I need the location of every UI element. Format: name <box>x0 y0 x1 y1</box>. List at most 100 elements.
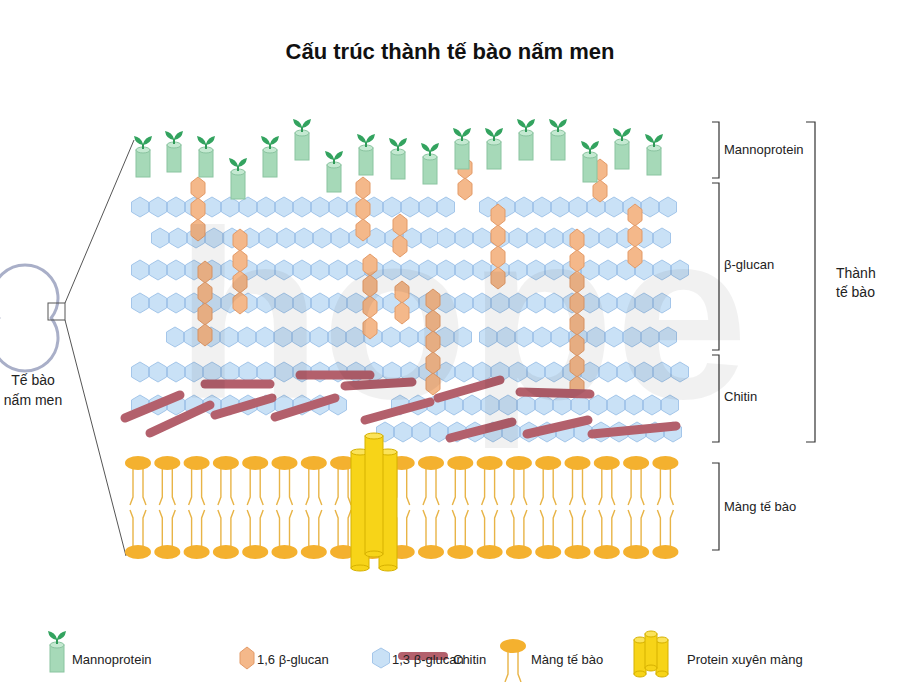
protein-top <box>656 637 668 643</box>
mannoprotein-body <box>263 150 277 177</box>
mannoprotein-sprout <box>581 141 599 150</box>
mannoprotein-sprout <box>645 134 663 143</box>
beta-1-6-glucan <box>628 246 642 268</box>
protein-bottom <box>379 565 397 571</box>
beta-1-3-glucan <box>150 197 167 217</box>
bracket <box>712 122 719 178</box>
beta-1-3-glucan <box>606 197 623 217</box>
lipid-tail <box>306 469 322 505</box>
beta-1-3-glucan <box>546 260 563 280</box>
beta-1-3-glucan <box>600 228 617 248</box>
zoom-line <box>65 320 126 556</box>
mannoprotein-body <box>231 172 245 199</box>
chitin-rod <box>205 380 270 389</box>
beta-1-6-glucan <box>570 292 584 314</box>
lipid-tail <box>540 510 556 546</box>
protein-bottom <box>656 671 668 677</box>
lipid-head <box>477 456 503 470</box>
lipid-head <box>184 456 210 470</box>
beta-1-3-glucan <box>402 260 419 280</box>
beta-1-3-glucan <box>132 293 149 313</box>
beta-1-3-glucan <box>330 260 347 280</box>
beta-1-3-glucan <box>170 228 187 248</box>
part-label: Mannoprotein <box>724 141 804 158</box>
mannoprotein-body <box>583 155 597 182</box>
beta-1-3-glucan <box>312 293 329 313</box>
lipid-tail <box>599 510 615 546</box>
lipid-head <box>623 545 649 559</box>
lipid-tail <box>570 469 586 505</box>
lipid-head <box>213 545 239 559</box>
mannoprotein-body <box>50 645 64 672</box>
beta-1-3-glucan <box>383 327 400 347</box>
part-label: Chitin <box>724 388 757 405</box>
beta-1-6-glucan <box>426 331 440 353</box>
mannoprotein-body <box>359 148 373 175</box>
beta-1-6-glucan <box>570 250 584 272</box>
beta-1-3-glucan <box>240 197 257 217</box>
beta-1-6-glucan <box>198 324 212 346</box>
beta-1-3-glucan <box>206 228 223 248</box>
chitin-rod <box>125 395 180 418</box>
beta-1-3-glucan <box>642 327 659 347</box>
mannoprotein-sprout <box>549 119 567 128</box>
beta-1-3-glucan <box>528 362 545 382</box>
beta-1-3-glucan <box>500 395 517 415</box>
beta-1-6-glucan <box>393 235 407 257</box>
lipid-head <box>652 545 678 559</box>
lipid-head <box>272 456 298 470</box>
beta-1-3-glucan <box>464 395 481 415</box>
lipid-tail <box>189 510 205 546</box>
beta-1-3-glucan <box>373 648 390 668</box>
beta-1-3-glucan <box>608 395 625 415</box>
beta-1-3-glucan <box>498 327 515 347</box>
beta-1-3-glucan <box>536 395 553 415</box>
mannoprotein-sprout <box>453 128 471 137</box>
beta-1-3-glucan <box>150 362 167 382</box>
mannoprotein-body <box>455 142 469 169</box>
mannoprotein-sprout <box>197 136 215 145</box>
lipid-head <box>418 456 444 470</box>
beta-1-3-glucan <box>132 197 149 217</box>
beta-1-3-glucan <box>546 293 563 313</box>
beta-1-6-glucan <box>191 219 205 241</box>
legend-label: 1,6 β-glucan <box>257 651 329 668</box>
beta-1-3-glucan <box>654 362 671 382</box>
beta-1-3-glucan <box>642 197 659 217</box>
lipid-tail <box>277 510 293 546</box>
lipid-head <box>447 456 473 470</box>
beta-1-3-glucan <box>221 327 238 347</box>
beta-1-6-glucan <box>570 355 584 377</box>
mannoprotein-sprout <box>421 143 439 152</box>
beta-1-3-glucan <box>294 260 311 280</box>
lipid-head <box>272 545 298 559</box>
beta-1-3-glucan <box>311 327 328 347</box>
mannoprotein-body <box>199 150 213 177</box>
part-label: β-glucan <box>724 256 774 273</box>
wall-layers <box>125 119 689 571</box>
lipid-tail <box>130 510 146 546</box>
beta-1-3-glucan <box>510 228 527 248</box>
beta-1-6-glucan <box>198 261 212 283</box>
beta-1-3-glucan <box>402 197 419 217</box>
lipid-head <box>213 456 239 470</box>
mannoprotein-sprout <box>517 119 535 128</box>
beta-1-3-glucan <box>258 260 275 280</box>
beta-1-6-glucan <box>363 275 377 297</box>
beta-1-3-glucan <box>204 197 221 217</box>
diagram-title: Cấu trúc thành tế bào nấm men <box>0 38 900 66</box>
beta-1-3-glucan <box>552 197 569 217</box>
beta-1-6-glucan <box>491 246 505 268</box>
beta-1-6-glucan <box>191 198 205 220</box>
lipid-head <box>506 545 532 559</box>
beta-1-3-glucan <box>276 362 293 382</box>
beta-1-3-glucan <box>474 228 491 248</box>
lipid-tail <box>628 510 644 546</box>
beta-1-3-glucan <box>534 197 551 217</box>
beta-1-3-glucan <box>438 197 455 217</box>
beta-1-3-glucan <box>276 197 293 217</box>
beta-1-3-glucan <box>222 362 239 382</box>
beta-1-3-glucan <box>456 362 473 382</box>
mannoprotein-body <box>423 157 437 184</box>
